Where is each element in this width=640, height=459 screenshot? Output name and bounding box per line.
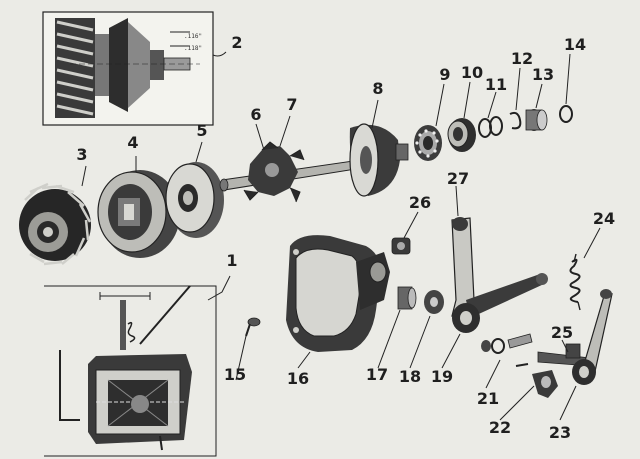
label-24: 24 xyxy=(593,209,615,228)
label-11: 11 xyxy=(485,75,507,94)
label-17: 17 xyxy=(366,365,388,384)
part-14-snap-ring xyxy=(559,105,573,123)
label-4: 4 xyxy=(127,133,138,152)
part-19-27-shift-lever xyxy=(451,217,548,333)
part-13-sleeve xyxy=(525,109,548,131)
label-18: 18 xyxy=(399,367,421,386)
label-15: 15 xyxy=(224,365,246,384)
label-26: 26 xyxy=(409,193,431,212)
label-22: 22 xyxy=(489,418,511,437)
part-21-bolt-and-washers xyxy=(481,333,533,367)
part-15-screw xyxy=(245,317,261,337)
part-18-washer xyxy=(424,290,444,314)
label-19: 19 xyxy=(431,367,453,386)
part-3-helical-gear xyxy=(19,182,92,266)
label-8: 8 xyxy=(372,79,383,98)
label-12: 12 xyxy=(511,49,533,68)
inset-dimension-a: .116" xyxy=(184,33,202,40)
label-9: 9 xyxy=(439,65,450,84)
part-10-bushing xyxy=(447,118,476,152)
part-26-nut xyxy=(391,237,411,255)
part-12-spring-clip xyxy=(509,111,522,130)
part-9-bearing xyxy=(414,125,442,161)
inset-gear-teeth xyxy=(55,18,95,118)
part-17-bushing xyxy=(397,286,417,310)
label-7: 7 xyxy=(286,95,297,114)
label-3: 3 xyxy=(76,145,87,164)
label-27: 27 xyxy=(447,169,469,188)
label-2: 2 xyxy=(231,33,242,52)
leader-lines xyxy=(81,53,601,421)
inset-assembled-view xyxy=(44,285,217,457)
inset-gear-assembly: .116" .118" xyxy=(42,11,214,126)
label-13: 13 xyxy=(532,65,554,84)
label-10: 10 xyxy=(461,63,483,82)
part-16-housing xyxy=(286,235,390,352)
part-23-25-lever-and-pin xyxy=(537,289,613,385)
part-8-cone-bell xyxy=(349,123,409,197)
label-25: 25 xyxy=(551,323,573,342)
part-labels: 1 2 3 4 5 6 7 8 9 10 11 12 13 14 15 16 1… xyxy=(76,33,615,442)
part-22-yoke xyxy=(532,370,558,398)
label-1: 1 xyxy=(226,251,237,270)
label-16: 16 xyxy=(287,369,309,388)
part-6-7-shaft-and-spider xyxy=(219,141,363,203)
part-4-clutch-drum xyxy=(97,170,180,258)
label-14: 14 xyxy=(564,35,586,54)
part-24-coil-spring xyxy=(569,253,581,311)
label-23: 23 xyxy=(549,423,571,442)
label-6: 6 xyxy=(250,105,261,124)
part-11-washer xyxy=(478,116,503,138)
label-21: 21 xyxy=(477,389,499,408)
label-5: 5 xyxy=(196,121,207,140)
inset-dimension-b: .118" xyxy=(184,45,202,52)
part-5-thrust-plate xyxy=(165,162,224,238)
